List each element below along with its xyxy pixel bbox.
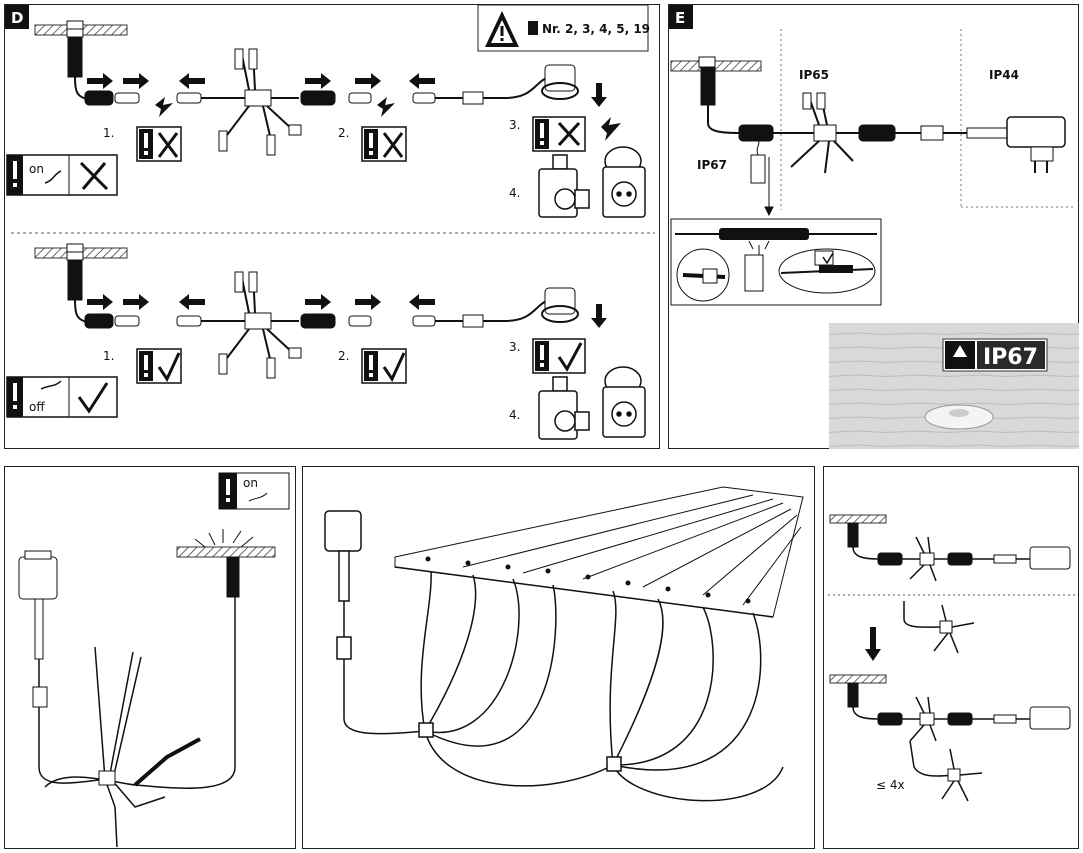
switch-on-label: on — [243, 476, 258, 490]
lightning-icon — [155, 97, 173, 117]
outdoor-socket-icon — [602, 146, 646, 218]
lighter-icon — [744, 254, 764, 292]
step-2-forbidden-icon — [361, 126, 407, 162]
step-3-allowed-icon — [532, 338, 586, 374]
bottom-right-panel: ≤ 4x — [823, 466, 1079, 849]
arrow-left-icon — [409, 73, 435, 89]
warning-refs: Nr. 2, 3, 4, 5, 19 — [542, 22, 650, 36]
manual-icon — [528, 21, 538, 35]
zone-label-ip65: IP65 — [799, 68, 829, 82]
arrow-down-icon — [591, 83, 607, 107]
bottom-middle-drawing — [324, 486, 804, 802]
hand-switch-icon — [44, 170, 62, 184]
outdoor-plug-icon-safe — [538, 376, 590, 440]
outdoor-plug-icon — [538, 154, 590, 218]
hand-switch-icon — [40, 380, 62, 390]
step-3-forbidden-icon — [532, 116, 586, 152]
extension-after — [829, 674, 1071, 802]
wiring-lit — [18, 529, 276, 848]
panel-letter: E — [675, 9, 685, 27]
arrow-right-icon — [355, 294, 381, 310]
shrink-tube-inset — [670, 218, 882, 306]
arrow-right-icon — [87, 294, 113, 310]
arrow-left-icon — [409, 294, 435, 310]
arrow-right-icon — [87, 73, 113, 89]
panel-letter-tab — [669, 5, 693, 29]
zone-label-ip67: IP67 — [697, 158, 727, 172]
arrow-down-icon — [865, 627, 881, 661]
step-2-label-safe: 2. — [338, 349, 349, 363]
switch-on-label: on — [29, 162, 44, 176]
arrow-right-icon — [123, 294, 149, 310]
step-4-label-safe: 4. — [509, 408, 520, 422]
arrow-down-icon — [591, 304, 607, 328]
extension-before — [829, 514, 1071, 582]
panel-d-drawing: D Nr. 2, 3, 4, 5, 19 — [5, 5, 655, 440]
bottom-right-drawing: ≤ 4x — [828, 514, 1076, 802]
bottom-middle-panel — [302, 466, 815, 849]
switch-off-label: off — [29, 400, 45, 414]
panel-letter-tab — [5, 5, 29, 29]
arrow-left-icon — [179, 294, 205, 310]
panel-e: E IP67 IP65 IP44 — [668, 4, 1079, 449]
ip67-badge-label: IP67 — [983, 345, 1038, 370]
bottom-row-arrows — [87, 294, 607, 328]
panel-e-wiring — [670, 56, 1066, 217]
switch-off-allowed-icon — [6, 376, 118, 418]
top-row-wiring — [34, 20, 579, 156]
extension-splitter — [903, 601, 975, 654]
zone-label-ip44: IP44 — [989, 68, 1019, 82]
arrow-right-icon — [355, 73, 381, 89]
step-1-forbidden-icon — [136, 126, 182, 162]
max-count-label: ≤ 4x — [876, 778, 905, 792]
bottom-left-drawing: on — [18, 472, 290, 848]
switch-on-forbidden-icon — [6, 154, 118, 196]
arrow-left-icon — [179, 73, 205, 89]
lighter-icon — [750, 154, 766, 184]
arrow-right-icon — [123, 73, 149, 89]
panel-letter: D — [11, 9, 23, 27]
warning-box: Nr. 2, 3, 4, 5, 19 — [477, 5, 650, 52]
bottom-row-wiring — [34, 243, 579, 379]
step-3-label-safe: 3. — [509, 340, 520, 354]
hanging-cables — [324, 510, 784, 802]
arrow-right-icon — [305, 73, 331, 89]
lightning-icon — [601, 117, 621, 141]
top-row-arrows — [87, 73, 621, 141]
bottom-left-panel: on — [4, 466, 296, 849]
step-4-label: 4. — [509, 186, 520, 200]
step-2-label: 2. — [338, 126, 349, 140]
ip67-photo — [829, 323, 1079, 449]
step-2-allowed-icon — [361, 348, 407, 384]
switch-on-warning-icon — [218, 472, 290, 510]
step-1-allowed-icon — [136, 348, 182, 384]
panel-d: D Nr. 2, 3, 4, 5, 19 — [4, 4, 660, 449]
step-1-label: 1. — [103, 126, 114, 140]
panel-e-drawing: E IP67 IP65 IP44 — [669, 5, 1079, 449]
outdoor-socket-icon-safe — [602, 366, 646, 438]
step-1-label-safe: 1. — [103, 349, 114, 363]
step-3-label: 3. — [509, 118, 520, 132]
arrow-right-icon — [305, 294, 331, 310]
lightning-icon — [377, 97, 395, 117]
deck-boards — [394, 486, 804, 618]
